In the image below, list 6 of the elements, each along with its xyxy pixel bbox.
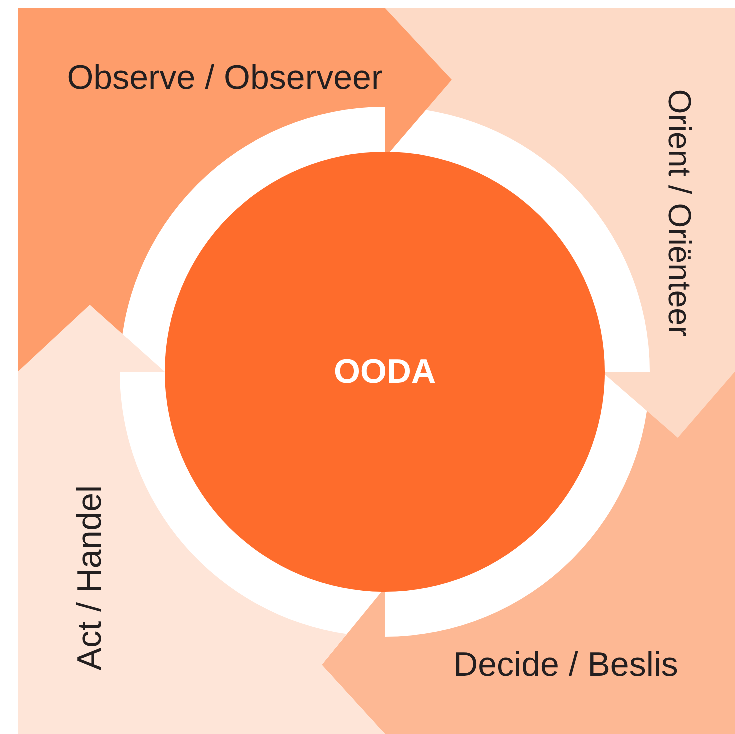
quadrant-label: Orient / Oriënteer (664, 89, 696, 337)
quadrant-label: Act / Handel (73, 485, 107, 671)
center-circle (165, 152, 605, 592)
quadrant-label: Observe / Observeer (67, 61, 383, 95)
quadrant-label: Decide / Beslis (454, 648, 678, 682)
quadrant-label: OODA (334, 355, 436, 389)
